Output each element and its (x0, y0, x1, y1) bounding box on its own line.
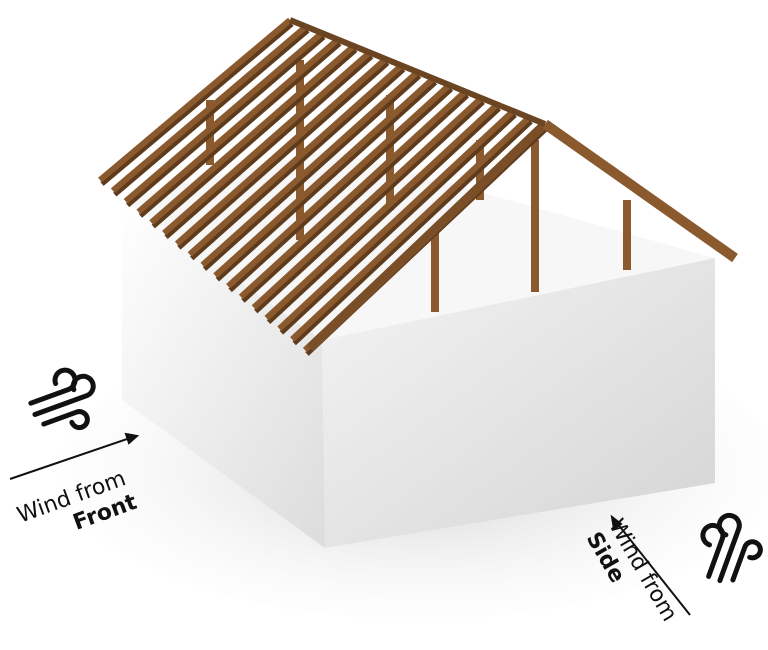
rafter (110, 24, 308, 193)
rafter (187, 63, 404, 257)
rafter-shadow (228, 87, 454, 293)
rafter-shadow (202, 74, 422, 271)
rafter (264, 102, 500, 321)
arrow-side (610, 514, 691, 616)
wall-side-right (322, 258, 715, 548)
rafter-shadow (215, 80, 438, 282)
rafter (136, 37, 340, 215)
rafter (162, 50, 372, 236)
rafter-shadow (266, 106, 501, 324)
rafter-shadow (292, 119, 533, 346)
rafter (200, 69, 420, 268)
rafter (174, 56, 388, 246)
rafter-shadow (100, 22, 294, 186)
rafter (277, 108, 516, 331)
rafter-shadow (164, 54, 374, 240)
rafter (149, 43, 356, 225)
rafter (226, 82, 452, 289)
rafter (213, 76, 436, 278)
wall-front-left (122, 198, 325, 548)
rafter (123, 30, 324, 204)
rafter-shadow (125, 35, 326, 208)
gable-truss (288, 17, 738, 352)
rafter-shadow (190, 67, 406, 261)
rafter (251, 95, 484, 310)
rafter-shadow (113, 28, 310, 197)
rafter-shadow (279, 113, 517, 335)
rafter-shadow (241, 93, 470, 303)
rafter-shadow (151, 48, 358, 229)
wind-icon-side (700, 512, 763, 584)
rafter-shadow (138, 41, 342, 218)
rafter (238, 89, 468, 300)
arrow-front (9, 432, 140, 480)
rafter (98, 17, 292, 183)
rafter-shadow (254, 100, 485, 314)
rafter-shadow (177, 61, 390, 250)
rafter (290, 115, 532, 342)
wind-icon-front (28, 367, 96, 431)
